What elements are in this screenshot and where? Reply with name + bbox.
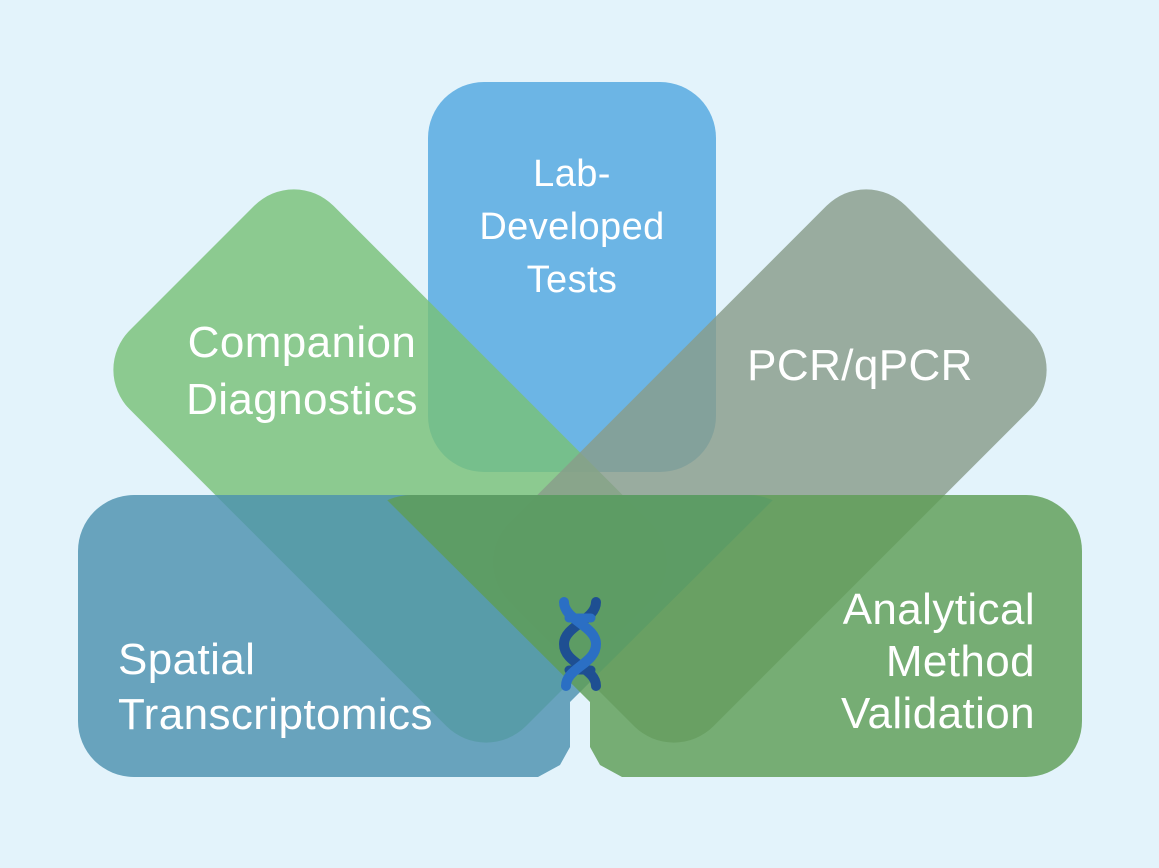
label-line: Diagnostics [186,375,418,424]
label-line: Tests [526,259,618,301]
label-line: Transcriptomics [118,690,433,739]
label-line: Analytical [842,585,1035,634]
label-line: PCR/qPCR [747,341,973,390]
label-analytical-method-validation: Analytical Method Validation [615,584,1035,740]
dna-icon [558,597,602,691]
label-line: Lab- [533,153,611,195]
label-line: Validation [841,689,1035,738]
label-line: Developed [479,206,665,248]
label-line: Method [885,637,1035,686]
label-line: Companion [187,318,417,367]
label-line: Spatial [118,635,256,684]
label-pcr-qpcr: PCR/qPCR [710,340,1010,392]
label-spatial-transcriptomics: Spatial Transcriptomics [118,632,578,742]
label-companion-diagnostics: Companion Diagnostics [112,314,492,428]
label-lab-developed-tests: Lab- Developed Tests [428,148,716,307]
